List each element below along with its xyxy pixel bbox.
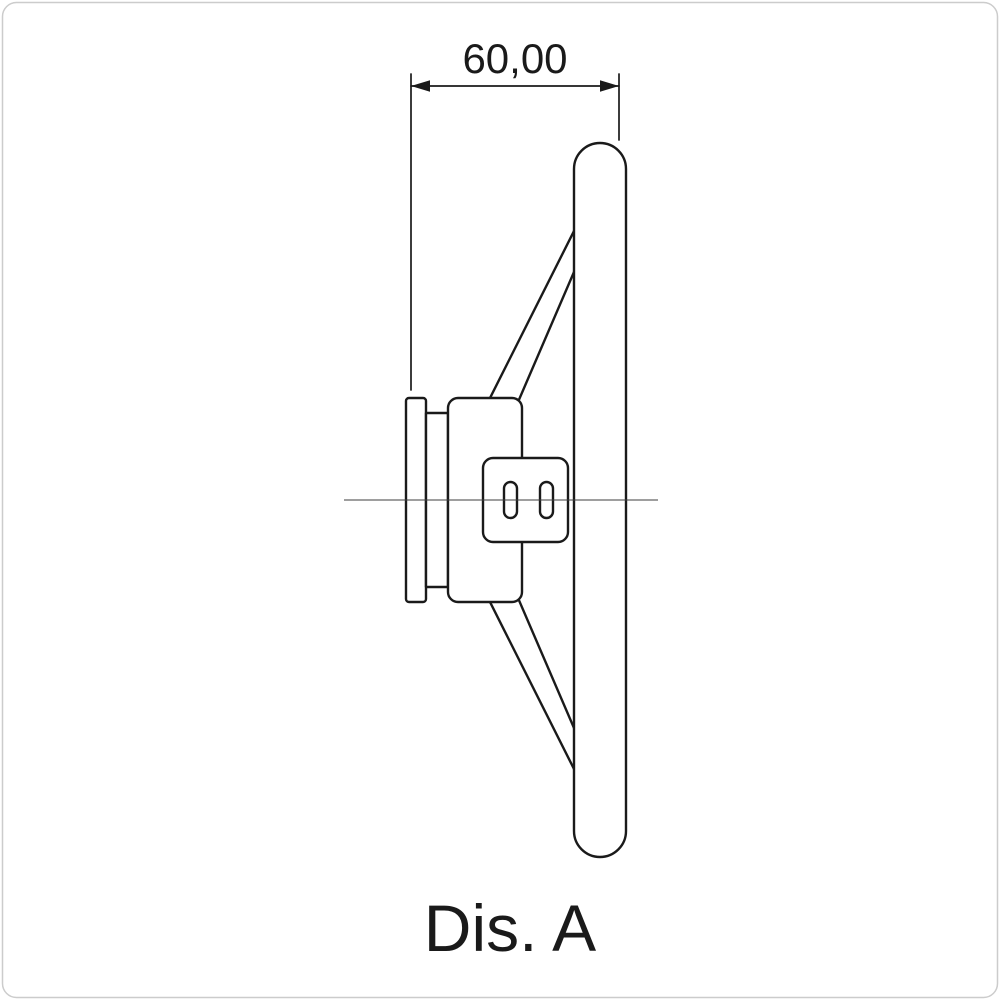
drawing-title: Dis. A (424, 891, 596, 965)
dimension-value-label: 60,00 (462, 35, 567, 82)
dimension-arrow-right (600, 80, 619, 92)
dimension-arrow-left (411, 80, 430, 92)
dimension-60 (410, 73, 620, 391)
